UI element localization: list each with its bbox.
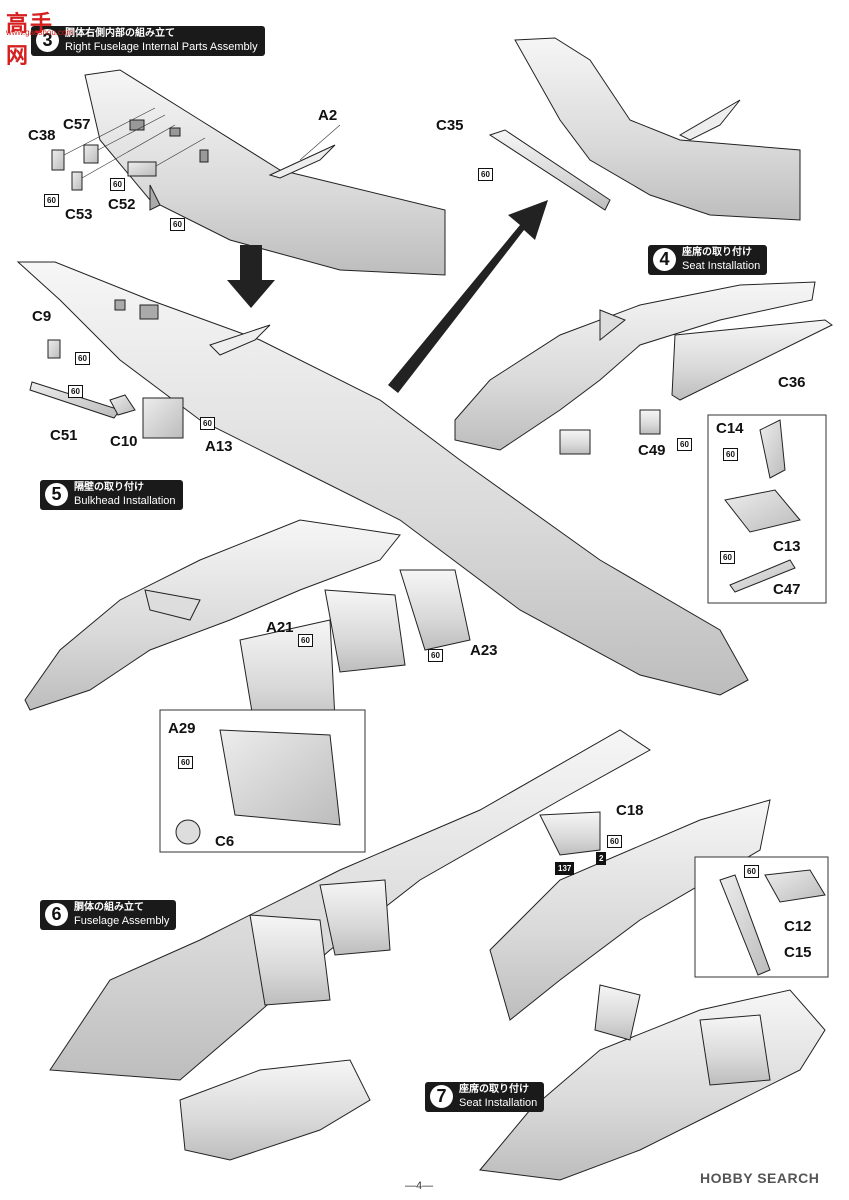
color-tag: 60 xyxy=(178,756,193,769)
part-label-c47: C47 xyxy=(773,581,801,598)
part-label-c6: C6 xyxy=(215,833,235,850)
part-label-c57: C57 xyxy=(63,116,91,133)
color-tag: 60 xyxy=(68,385,83,398)
color-tag: 60 xyxy=(75,352,90,365)
part-label-c51: C51 xyxy=(50,427,78,444)
color-tag: 2 xyxy=(596,852,607,865)
part-label-c12: C12 xyxy=(784,918,812,935)
part-label-c13: C13 xyxy=(773,538,801,555)
color-tag: 60 xyxy=(200,417,215,430)
down-arrow xyxy=(227,245,275,308)
step-5-title-jp: 隔壁の取り付け xyxy=(74,482,144,493)
step3b-fuselage xyxy=(16,261,749,696)
part-label-c52: C52 xyxy=(108,196,136,213)
color-tag: 137 xyxy=(555,862,575,875)
step-7-header: 7 座席の取り付け Seat Installation xyxy=(425,1082,545,1112)
step-5-title-en: Bulkhead Installation xyxy=(74,495,176,507)
step3-right-fuselage xyxy=(488,37,801,221)
step-6-title-en: Fuselage Assembly xyxy=(74,915,170,927)
step3-small-parts xyxy=(51,144,157,191)
color-tag: 60 xyxy=(720,551,735,564)
step3-guide-lines xyxy=(63,107,341,179)
part-label-c14: C14 xyxy=(716,420,744,437)
step4-detail-parts xyxy=(724,419,801,593)
step-6-number: 6 xyxy=(45,903,68,926)
color-tag: 60 xyxy=(170,218,185,231)
color-tag: 60 xyxy=(607,835,622,848)
watermark-logo-text: 高手网 xyxy=(6,11,55,68)
part-label-c53: C53 xyxy=(65,206,93,223)
diagonal-arrow xyxy=(388,200,548,393)
step-5-number: 5 xyxy=(45,483,68,506)
step7-fuselage xyxy=(479,984,826,1181)
step6-detail-parts xyxy=(719,869,826,976)
step-6-title-jp: 胴体の組み立て xyxy=(74,902,144,913)
part-label-a29: A29 xyxy=(168,720,196,737)
color-tag: 60 xyxy=(744,865,759,878)
step3b-small-parts xyxy=(29,339,184,439)
step-7-title-en: Seat Installation xyxy=(459,1097,538,1109)
step6-fuselage xyxy=(49,729,771,1161)
step-4-title-en: Seat Installation xyxy=(682,260,761,272)
color-tag: 60 xyxy=(478,168,493,181)
step-4-number: 4 xyxy=(653,248,676,271)
step-6-header: 6 胴体の組み立て Fuselage Assembly xyxy=(40,900,177,930)
part-label-a2: A2 xyxy=(318,107,338,124)
step5-fuselage xyxy=(24,519,471,731)
part-label-a13: A13 xyxy=(205,438,233,455)
color-tag: 60 xyxy=(44,194,59,207)
color-tag: 60 xyxy=(677,438,692,451)
step4-fuselage xyxy=(454,281,833,455)
step-4-header: 4 座席の取り付け Seat Installation xyxy=(648,245,768,275)
page-number: —4— xyxy=(405,1180,434,1192)
watermark-brand: HOBBY SEARCH xyxy=(700,1170,820,1186)
color-tag: 60 xyxy=(298,634,313,647)
color-tag: 60 xyxy=(110,178,125,191)
step-5-header: 5 隔壁の取り付け Bulkhead Installation xyxy=(40,480,183,510)
step-3-title-jp: 胴体右側内部の組み立て xyxy=(65,28,175,39)
part-label-c9: C9 xyxy=(32,308,52,325)
step-3-title-en: Right Fuselage Internal Parts Assembly xyxy=(65,41,258,53)
part-label-c10: C10 xyxy=(110,433,138,450)
step-7-number: 7 xyxy=(430,1085,453,1108)
part-label-c35: C35 xyxy=(436,117,464,134)
color-tag: 60 xyxy=(428,649,443,662)
color-tag: 60 xyxy=(723,448,738,461)
watermark-logo-url: www.gaoshou.com xyxy=(6,28,74,37)
part-label-a23: A23 xyxy=(470,642,498,659)
part-label-c15: C15 xyxy=(784,944,812,961)
part-label-c49: C49 xyxy=(638,442,666,459)
step5-detail-parts xyxy=(175,729,341,845)
step-4-title-jp: 座席の取り付け xyxy=(682,247,752,258)
watermark-logo: 高手网 www.gaoshou.com xyxy=(6,6,76,68)
step-7-title-jp: 座席の取り付け xyxy=(459,1084,529,1095)
step3-fuselage xyxy=(84,69,446,276)
part-label-c36: C36 xyxy=(778,374,806,391)
step-3-header: 3 胴体右側内部の組み立て Right Fuselage Internal Pa… xyxy=(31,26,265,56)
part-label-a21: A21 xyxy=(266,619,294,636)
part-label-c18: C18 xyxy=(616,802,644,819)
part-label-c38: C38 xyxy=(28,127,56,144)
step-3-number: 3 xyxy=(36,29,59,52)
